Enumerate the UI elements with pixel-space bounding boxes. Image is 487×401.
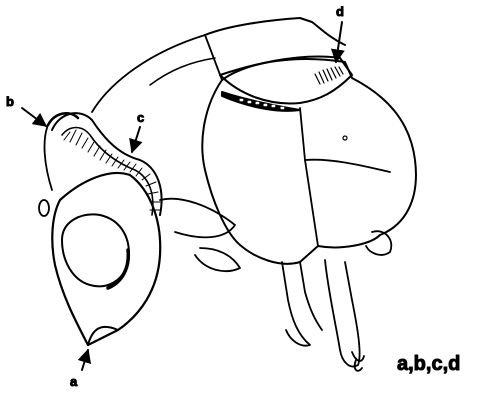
- trochanter: [195, 248, 240, 271]
- compound-eye: [62, 214, 129, 286]
- thorax-pit: [343, 136, 347, 140]
- arrow-c: [132, 127, 140, 152]
- leg-middle: [282, 262, 310, 346]
- thorax-suture-vertical: [300, 108, 318, 246]
- coxa-right: [366, 231, 391, 255]
- vertex-line: [45, 125, 52, 190]
- thorax-crest: [205, 18, 345, 45]
- hatching-d: [315, 67, 343, 84]
- callout-arrows: [22, 22, 342, 370]
- femur-left: [160, 199, 235, 238]
- head-capsule: [52, 173, 160, 345]
- hatching-c: [64, 130, 160, 210]
- label-d: d: [336, 4, 344, 19]
- eye-shade: [108, 250, 128, 288]
- leg-middle-inner: [300, 262, 322, 330]
- head: [39, 113, 162, 345]
- thorax-suture-horizontal: [305, 160, 390, 172]
- back-line: [92, 35, 222, 112]
- ocellus: [39, 200, 49, 216]
- figure-caption: a,b,c,d: [397, 353, 460, 375]
- arrow-b: [22, 108, 46, 126]
- leg-right: [325, 260, 360, 367]
- back-line-inner: [150, 58, 215, 85]
- label-b: b: [6, 94, 14, 109]
- tarsus-claw: [352, 352, 364, 371]
- thorax: [92, 18, 416, 264]
- occipital-arch-outer: [52, 113, 162, 215]
- label-a: a: [70, 374, 78, 389]
- legs: [160, 199, 391, 371]
- arrow-a: [82, 350, 88, 370]
- head-ridge: [48, 113, 78, 125]
- label-c: c: [137, 110, 144, 125]
- spiracle-slot: [222, 92, 300, 111]
